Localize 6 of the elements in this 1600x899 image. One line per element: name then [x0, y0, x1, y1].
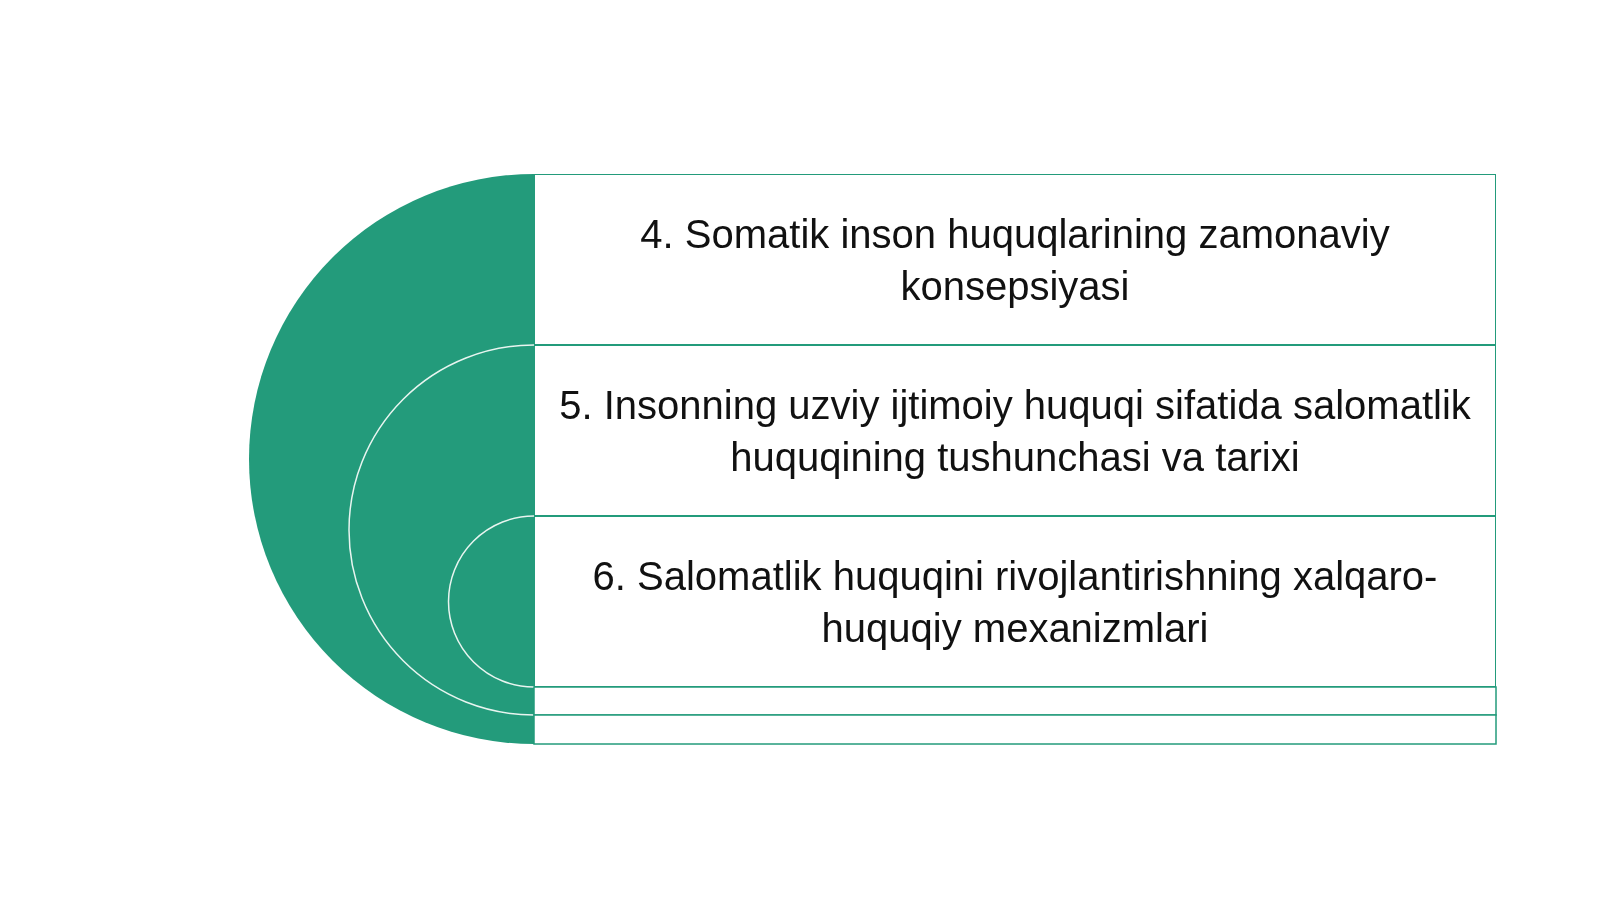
item-text: 4. Somatik inson huquqlarining zamonaviy konsepsiyasi: [639, 210, 1391, 310]
item-text: 5. Insonning uzviy ijtimoiy huquqi sifatida salomatlik huquqining tushunchasi va tarixi: [558, 381, 1472, 481]
list-item-box: [534, 174, 1496, 345]
list-item-box: [534, 516, 1496, 687]
list-item-box: [534, 345, 1496, 516]
item-text: 6. Salomatlik huquqini rivojlantirishning xalqaro-huquqiy mexanizmlari: [591, 552, 1439, 652]
